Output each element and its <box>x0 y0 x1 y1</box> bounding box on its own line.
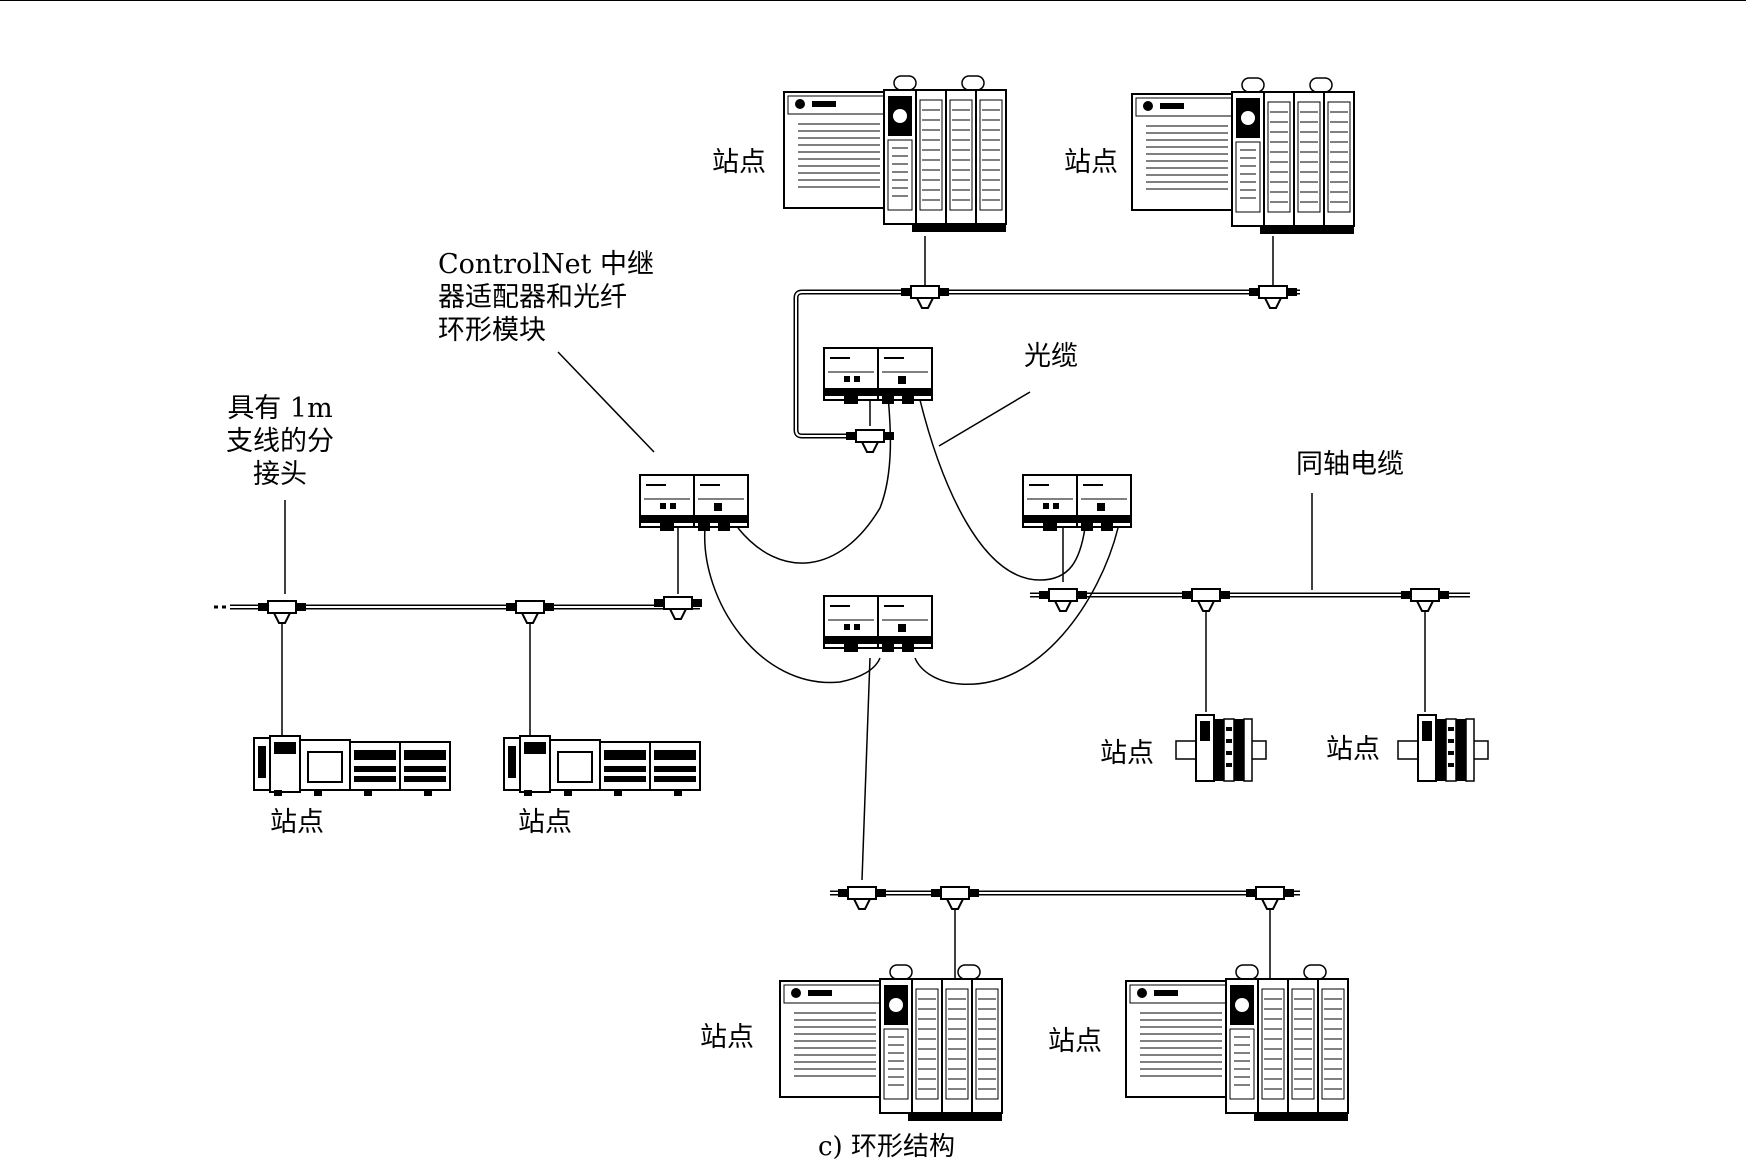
repeater-module-left <box>639 474 749 532</box>
top-border <box>0 0 1746 1</box>
tap-top-1 <box>900 285 950 309</box>
station-device-right-2 <box>1397 714 1489 782</box>
station-device-left-2 <box>503 735 701 797</box>
station-device-top-left <box>783 75 1007 233</box>
tap-bottom-3 <box>1245 886 1295 910</box>
repeater-module-top <box>823 347 933 405</box>
station-device-bottom-left <box>779 964 1003 1122</box>
tap-left-2 <box>505 600 555 624</box>
station-device-bottom-right <box>1125 964 1349 1122</box>
drop-lines <box>281 236 1426 978</box>
callout-lines <box>284 351 1313 594</box>
tap-label: 具有 1m 支线的分 接头 <box>226 393 334 490</box>
station-device-right-1 <box>1175 714 1267 782</box>
fiber-ring <box>704 391 1119 685</box>
trunk-top <box>793 289 1300 439</box>
station-label-bottom-right: 站点 <box>1048 1026 1102 1057</box>
coax-label: 同轴电缆 <box>1296 449 1404 480</box>
tap-right-1 <box>1038 588 1088 612</box>
tap-right-3 <box>1400 588 1450 612</box>
fiber-label: 光缆 <box>1024 341 1078 372</box>
station-label-bottom-left: 站点 <box>700 1022 754 1053</box>
repeater-module-bottom <box>823 595 933 653</box>
station-label-left-2: 站点 <box>518 807 572 838</box>
figure-caption: c) 环形结构 <box>818 1132 955 1162</box>
station-label-right-2: 站点 <box>1326 734 1380 765</box>
repeater-label: ControlNet 中继 器适配器和光纤 环形模块 <box>438 249 654 346</box>
station-label-top-right: 站点 <box>1064 147 1118 178</box>
tap-top-2 <box>1248 285 1298 309</box>
tap-repeater-top <box>845 429 895 453</box>
station-device-left-1 <box>253 735 451 797</box>
repeater-module-right <box>1022 474 1132 532</box>
station-label-left-1: 站点 <box>270 807 324 838</box>
station-device-top-right <box>1131 77 1355 235</box>
tap-right-2 <box>1181 588 1231 612</box>
tap-left-1 <box>257 600 307 624</box>
station-label-top-left: 站点 <box>712 147 766 178</box>
tap-bottom-1 <box>837 886 887 910</box>
tap-bottom-2 <box>930 886 980 910</box>
station-label-right-1: 站点 <box>1100 738 1154 769</box>
